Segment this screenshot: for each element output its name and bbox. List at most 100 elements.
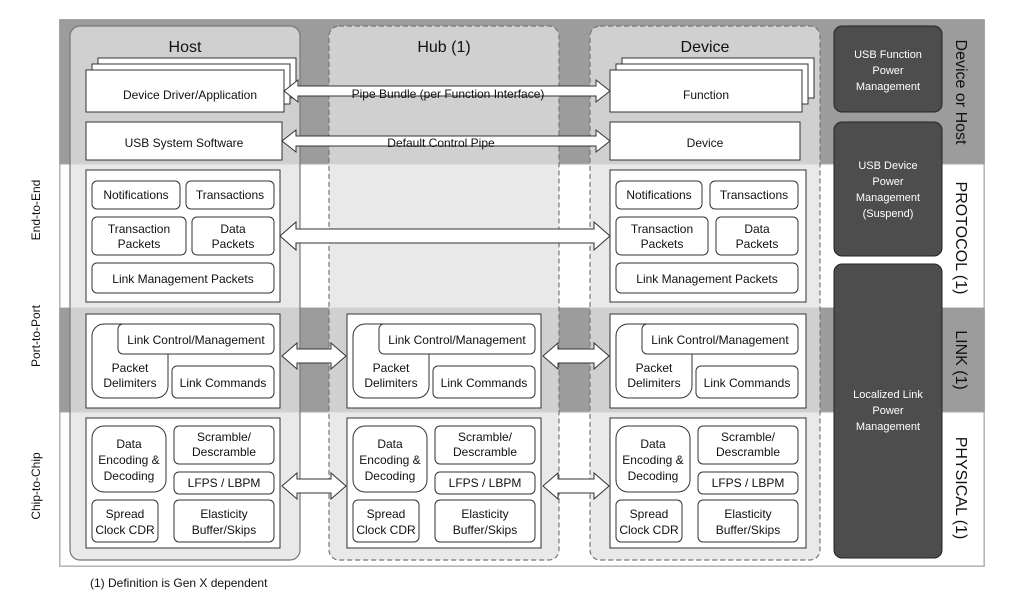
hub-elasticity-box <box>434 499 536 543</box>
device-physical-group: Data Encoding & Decoding Scramble/ Descr… <box>609 417 807 549</box>
protocol-arrow <box>279 220 611 252</box>
hub-link-commands-box <box>432 365 536 399</box>
device-driver-label: Device Driver/Application <box>123 88 257 102</box>
device-link-commands-label: Link Commands <box>704 376 791 390</box>
link-pm-line3: Management <box>856 421 920 433</box>
device-data-encoding-line3: Decoding <box>628 469 679 483</box>
host-scramble-box <box>173 425 275 465</box>
host-scramble-line2: Descramble <box>192 445 256 459</box>
device-lfps-label: LFPS / LBPM <box>712 476 785 490</box>
device-transactions-box <box>709 180 799 210</box>
host-link-mgmt-packets-label: Link Management Packets <box>112 272 253 286</box>
host-link-control-box <box>117 323 275 355</box>
device-elasticity-line2: Buffer/Skips <box>716 523 780 537</box>
host-notifications-label: Notifications <box>103 188 168 202</box>
hub-elasticity-line2: Buffer/Skips <box>453 523 517 537</box>
hub-physical-group: Data Encoding & Decoding Scramble/ Descr… <box>346 417 542 549</box>
hub-device-physical-arrow <box>542 471 610 501</box>
hub-packet-delimiters-line2: Delimiters <box>364 376 417 390</box>
device-label: Device <box>687 136 724 150</box>
hub-header: Hub (1) <box>417 39 470 56</box>
hub-lfps-label: LFPS / LBPM <box>449 476 522 490</box>
localized-link-power-mgmt-box <box>833 263 943 559</box>
host-link-group: Link Control/Management Packet Delimiter… <box>85 313 281 409</box>
host-transaction-packets-line2: Packets <box>118 237 161 251</box>
device-data-encoding-line1: Data <box>640 437 666 451</box>
device-driver-box <box>85 69 285 113</box>
device-data-encoding-line2: Encoding & <box>622 453 683 467</box>
usb-function-power-mgmt-box <box>833 25 943 113</box>
device-lfps-box <box>697 471 799 495</box>
device-data-packets-box <box>715 216 799 256</box>
host-transactions-box <box>185 180 275 210</box>
layer-label-link: LINK (1) <box>952 330 969 390</box>
device-data-packets-line2: Packets <box>736 237 779 251</box>
hub-data-encoding-line2: Encoding & <box>359 453 420 467</box>
host-transaction-packets-line1: Transaction <box>108 222 170 236</box>
device-link-mgmt-packets-label: Link Management Packets <box>636 272 777 286</box>
device-data-packets-line1: Data <box>744 222 770 236</box>
hub-link-control-box <box>378 323 536 355</box>
device-transactions-label: Transactions <box>720 188 788 202</box>
host-spread-clock-box <box>91 499 159 543</box>
hub-data-encoding-line1: Data <box>377 437 403 451</box>
device-link-control-box <box>641 323 799 355</box>
default-control-pipe-label: Default Control Pipe <box>387 136 495 150</box>
hub-packet-delimiters-line1: Packet <box>373 361 410 375</box>
hub-link-control-label: Link Control/Management <box>388 333 526 347</box>
device-notifications-label: Notifications <box>626 188 691 202</box>
host-elasticity-line1: Elasticity <box>200 507 247 521</box>
device-link-control-label: Link Control/Management <box>651 333 789 347</box>
device-pm-line4: (Suspend) <box>863 208 914 220</box>
device-spread-clock-line1: Spread <box>630 507 669 521</box>
host-link-control-label: Link Control/Management <box>127 333 265 347</box>
host-link-commands-box <box>171 365 275 399</box>
device-packet-delimiters-line1: Packet <box>636 361 673 375</box>
device-link-commands-box <box>695 365 799 399</box>
device-scramble-line2: Descramble <box>716 445 780 459</box>
hub-scramble-line2: Descramble <box>453 445 517 459</box>
device-data-encoding-box <box>615 425 691 493</box>
device-header: Device <box>681 39 730 56</box>
device-transaction-packets-line1: Transaction <box>631 222 693 236</box>
host-scramble-line1: Scramble/ <box>197 430 252 444</box>
row-label-end-to-end: End-to-End <box>29 180 43 241</box>
hub-lfps-box <box>434 471 536 495</box>
usb-system-software-box <box>85 121 283 161</box>
host-data-packets-line1: Data <box>220 222 246 236</box>
row-label-port-to-port: Port-to-Port <box>29 304 43 367</box>
device-link-group: Link Control/Management Packet Delimiter… <box>609 313 807 409</box>
host-transactions-label: Transactions <box>196 188 264 202</box>
device-scramble-box <box>697 425 799 465</box>
host-lfps-label: LFPS / LBPM <box>188 476 261 490</box>
host-link-mgmt-packets-box <box>91 262 275 294</box>
device-notifications-box <box>615 180 703 210</box>
host-hub-link-arrow <box>281 341 347 371</box>
link-pm-line1: Localized Link <box>853 389 923 401</box>
host-elasticity-box <box>173 499 275 543</box>
host-elasticity-line2: Buffer/Skips <box>192 523 256 537</box>
device-elasticity-box <box>697 499 799 543</box>
device-packet-delimiters-line2: Delimiters <box>627 376 680 390</box>
host-spread-clock-line1: Spread <box>106 507 145 521</box>
host-packet-delimiters-line1: Packet <box>112 361 149 375</box>
footnote: (1) Definition is Gen X dependent <box>90 576 268 590</box>
device-pm-line3: Management <box>856 192 920 204</box>
host-data-encoding-line1: Data <box>116 437 142 451</box>
device-scramble-line1: Scramble/ <box>721 430 776 444</box>
host-hub-physical-arrow <box>281 471 347 501</box>
host-data-encoding-line3: Decoding <box>104 469 155 483</box>
host-data-encoding-line2: Encoding & <box>98 453 159 467</box>
hub-data-encoding-box <box>352 425 428 493</box>
row-label-chip-to-chip: Chip-to-Chip <box>29 452 43 520</box>
link-pm-line2: Power <box>872 405 904 417</box>
layer-label-device-or-host: Device or Host <box>952 40 969 145</box>
hub-spread-clock-line2: Clock CDR <box>356 523 416 537</box>
host-lfps-box <box>173 471 275 495</box>
device-spread-clock-box <box>615 499 683 543</box>
pipe-bundle-arrow <box>283 78 611 104</box>
hub-data-encoding-line3: Decoding <box>365 469 416 483</box>
hub-elasticity-line1: Elasticity <box>461 507 508 521</box>
device-link-mgmt-packets-box <box>615 262 799 294</box>
